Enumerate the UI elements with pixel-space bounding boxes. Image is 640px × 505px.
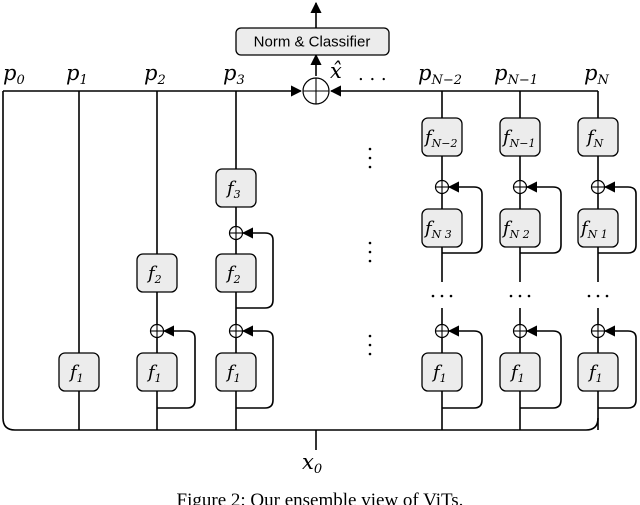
skip-pN2-2 <box>442 181 483 254</box>
gap-dots-pN <box>587 294 609 298</box>
norm-classifier-box: Norm & Classifier <box>235 27 390 56</box>
sum-pN1-2 <box>512 179 528 195</box>
skip-pN1-1 <box>520 325 562 409</box>
skip-pN1-2 <box>520 181 562 254</box>
sum-pN-2 <box>590 179 606 195</box>
block-pN-fN1: fN 1 <box>577 208 619 248</box>
vertical-ellipsis-middle <box>368 241 372 263</box>
label-p2: p2 <box>144 61 166 88</box>
bottom-bus <box>2 91 599 431</box>
block-pN1-fN1: fN−1 <box>499 117 541 157</box>
label-p3: p3 <box>223 61 245 88</box>
skip-p3-2 <box>236 227 274 309</box>
gap-dots-pN1 <box>509 294 531 298</box>
block-p1-f1: f1 <box>58 352 100 392</box>
sum-pN1-1 <box>512 323 528 339</box>
sum-pN2-1 <box>434 323 450 339</box>
block-pN1-fN2: fN 2 <box>499 208 541 248</box>
label-pN: pN <box>584 61 609 88</box>
block-pN-f1: f1 <box>577 352 619 392</box>
skip-pN-1 <box>598 325 637 409</box>
vertical-ellipsis-top <box>368 147 372 169</box>
label-pN2: pN−2 <box>418 61 462 88</box>
top-bus-ellipsis: . . . <box>358 64 387 85</box>
skip-pN-2 <box>598 181 637 254</box>
sum-pN-1 <box>590 323 606 339</box>
vertical-ellipsis-bottom <box>368 334 372 356</box>
skip-p3-1 <box>236 325 274 409</box>
sum-pN2-2 <box>434 179 450 195</box>
block-pN1-f1: f1 <box>499 352 541 392</box>
sum-p2-1 <box>149 323 165 339</box>
label-x-hat: x̂ <box>330 59 342 83</box>
block-pN-fN: fN <box>577 117 619 157</box>
label-p0: p0 <box>3 61 25 88</box>
main-sum-node <box>302 77 330 105</box>
block-p2-f1: f1 <box>136 352 178 392</box>
block-pN2-fN3: fN 3 <box>421 208 463 248</box>
block-p3-f2: f2 <box>215 253 257 293</box>
gap-dots-pN2 <box>431 294 453 298</box>
skip-p2-1 <box>157 325 196 409</box>
classifier-label: Norm & Classifier <box>254 34 371 51</box>
label-pN1: pN−1 <box>494 61 538 88</box>
svg-text:fN−2: fN−2 <box>423 127 458 150</box>
block-p3-f1: f1 <box>215 352 257 392</box>
label-p1: p1 <box>66 61 88 88</box>
label-x0: x0 <box>302 450 322 477</box>
block-pN2-f1: f1 <box>421 352 463 392</box>
block-p3-f3: f3 <box>215 168 257 208</box>
sum-p3-1 <box>228 323 244 339</box>
sum-p3-2 <box>228 225 244 241</box>
skip-pN2-1 <box>442 325 483 409</box>
figure-caption: Figure 2: Our ensemble view of ViTs. <box>177 490 464 505</box>
block-pN2-fN2: fN−2 <box>421 117 463 157</box>
block-p2-f2: f2 <box>136 253 178 293</box>
